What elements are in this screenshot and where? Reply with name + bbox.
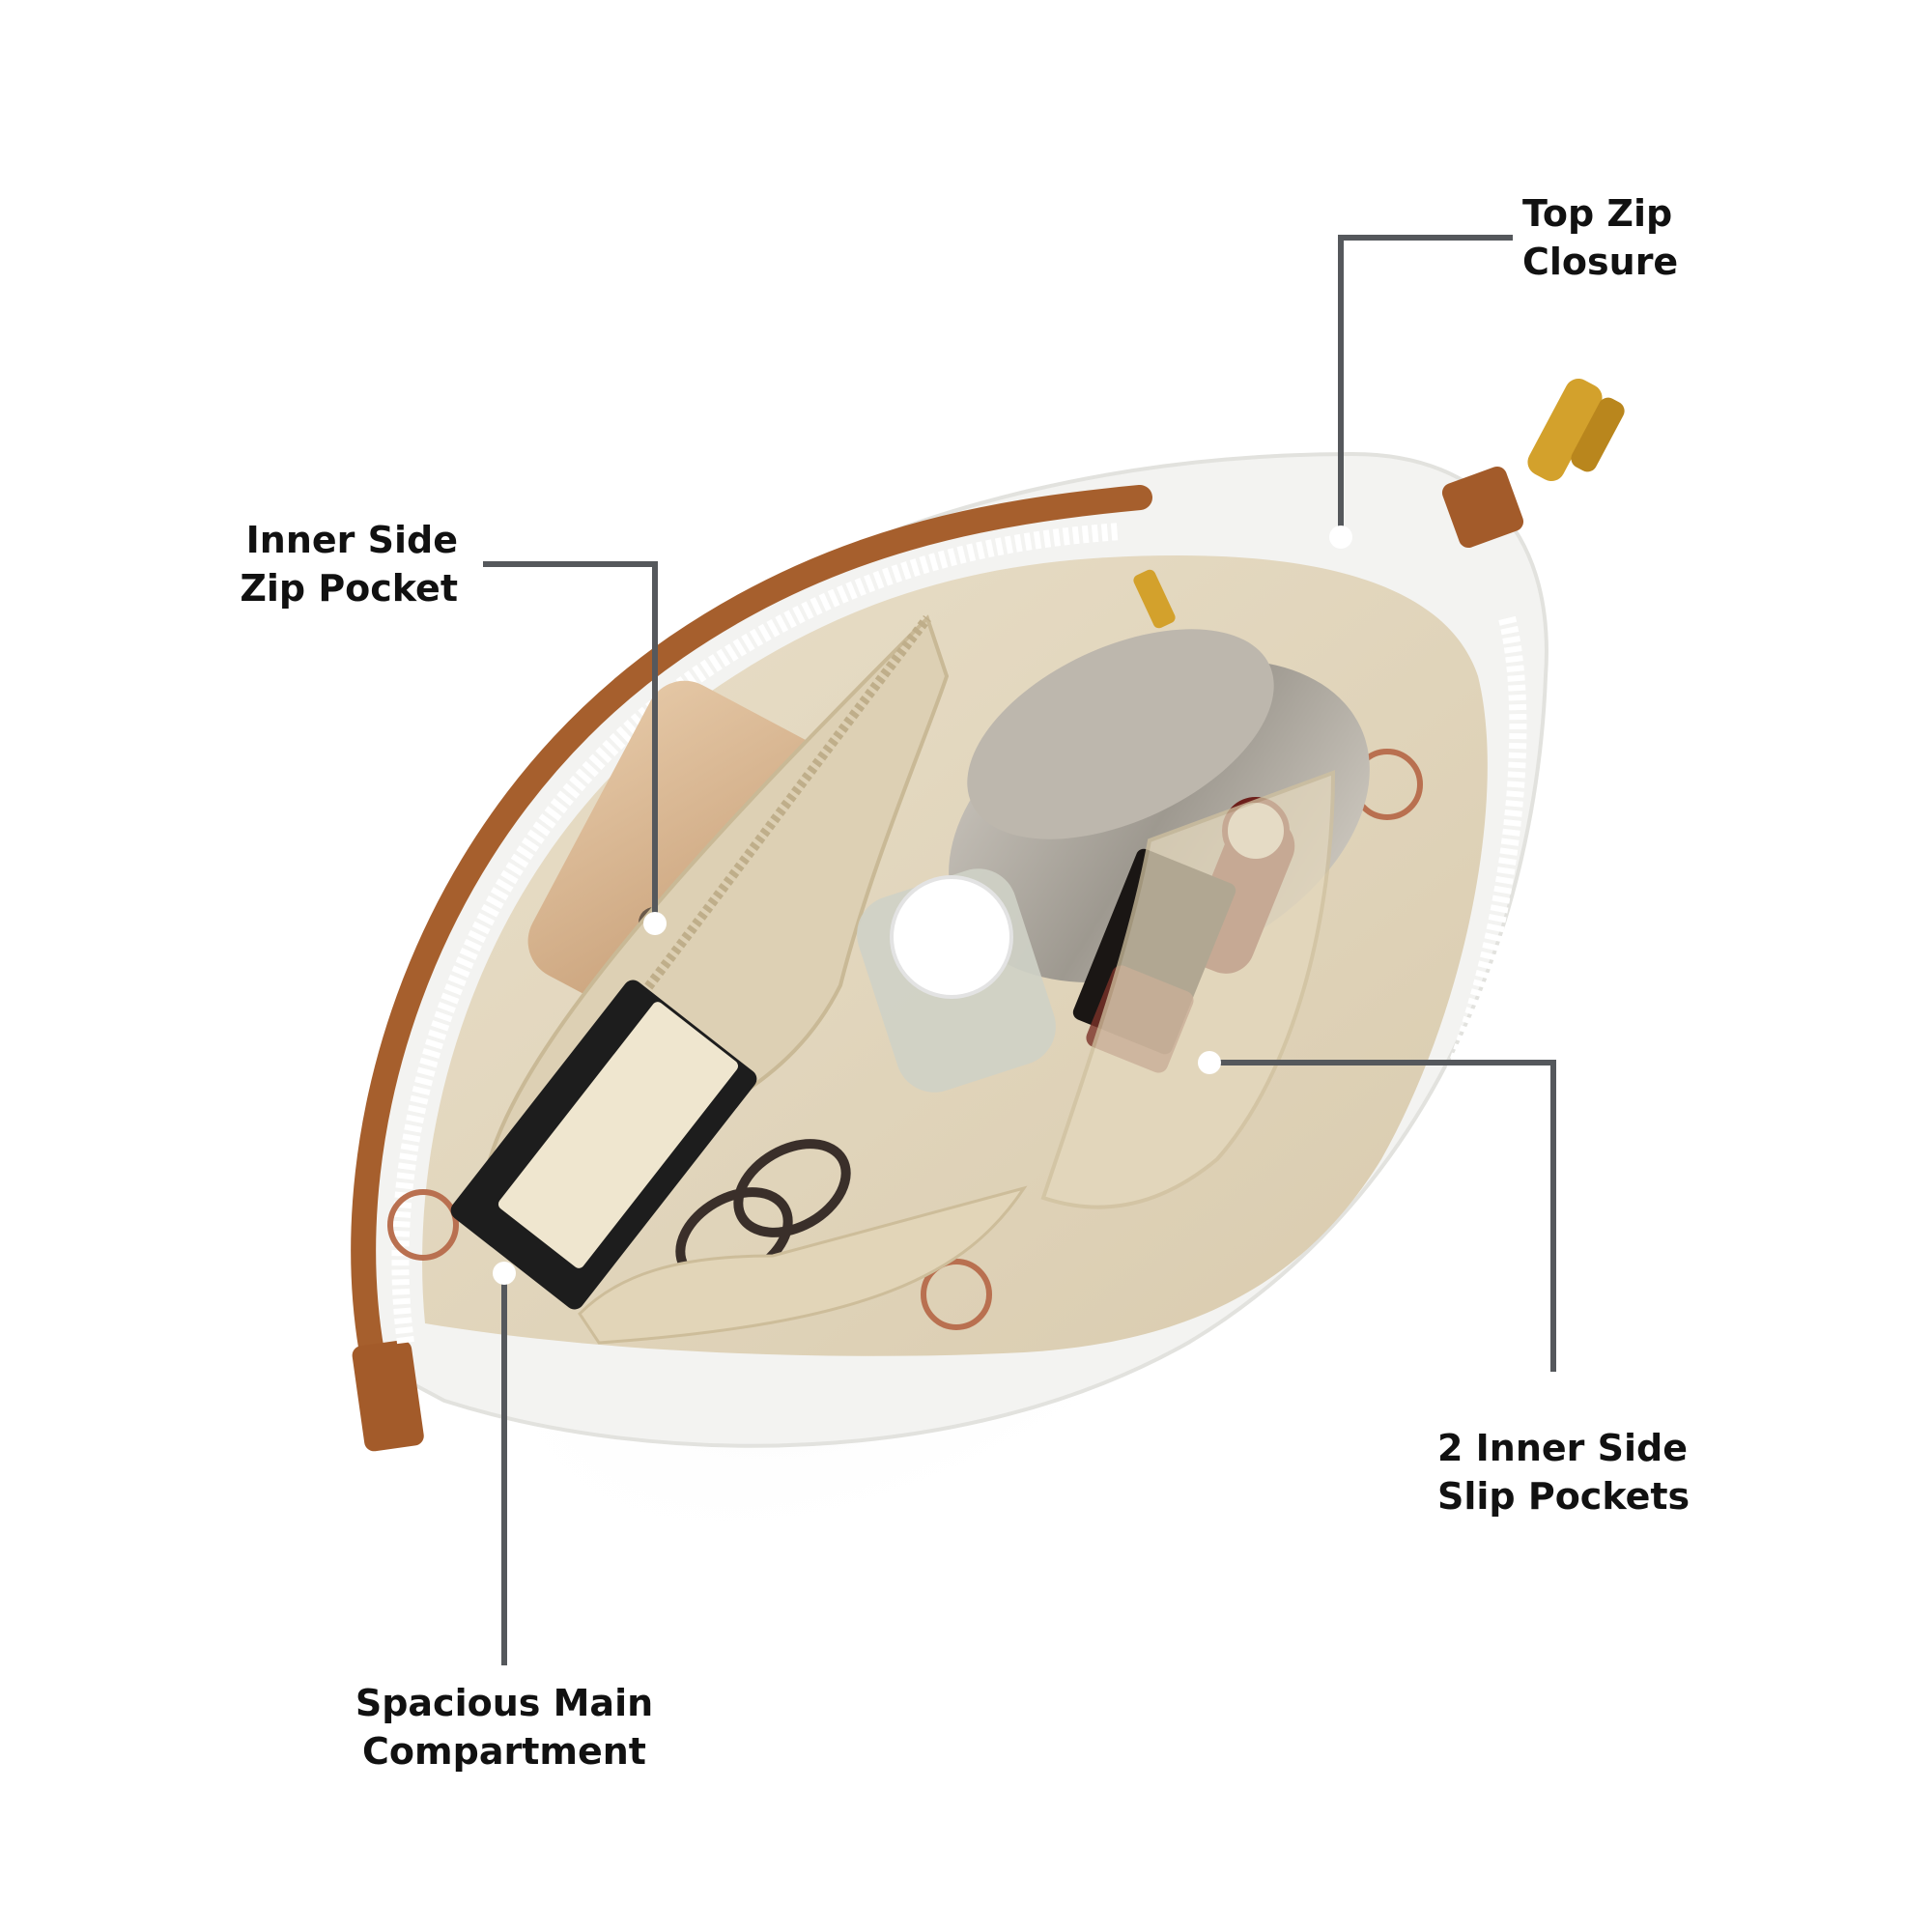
- callout-dot-top-zip: [1329, 526, 1352, 549]
- callout-line-zip-pocket: [483, 561, 658, 923]
- callout-label-spacious-main-compartment: Spacious Main Compartment: [340, 1679, 668, 1776]
- pocket-zip-puller: [1133, 569, 1176, 629]
- callout-label-line: Closure: [1522, 241, 1679, 283]
- zip-tape-right: [1175, 615, 1527, 1380]
- callout-lines: [483, 235, 1556, 1665]
- callout-label-line: 2 Inner Side: [1437, 1427, 1689, 1469]
- callout-label-line: Spacious Main: [355, 1682, 654, 1724]
- callout-dots: [493, 526, 1352, 1285]
- callout-label-top-zip-closure: Top Zip Closure: [1522, 189, 1678, 286]
- callout-label-inner-side-slip-pockets: 2 Inner Side Slip Pockets: [1437, 1424, 1690, 1520]
- slip-pocket-panel: [1040, 770, 1336, 1209]
- zip-pocket-zipper: [479, 614, 931, 1192]
- callout-label-line: Inner Side: [245, 519, 458, 561]
- leather-tab-bottom: [352, 1340, 424, 1452]
- slip-pocket-panel-lower: [578, 1185, 1028, 1345]
- callout-label-line: Zip Pocket: [240, 567, 458, 610]
- perfume-bottle: [857, 868, 1056, 1093]
- callout-dot-zip-pocket: [643, 912, 667, 935]
- callout-dot-main-compartment: [493, 1262, 516, 1285]
- leather-tab-top: [1441, 466, 1524, 549]
- callout-label-line: Compartment: [362, 1730, 646, 1773]
- callout-line-slip-pockets: [1209, 1060, 1556, 1372]
- callout-line-top-zip: [1338, 235, 1513, 537]
- zip-tape-left: [391, 523, 1122, 1345]
- notebook: [450, 980, 757, 1310]
- callout-label-line: Top Zip: [1522, 192, 1673, 235]
- callout-dot-slip-pockets: [1198, 1051, 1221, 1074]
- callout-label-inner-side-zip-pocket: Inner Side Zip Pocket: [240, 516, 458, 612]
- callout-label-line: Slip Pockets: [1437, 1475, 1690, 1518]
- leather-trim-left: [351, 485, 1152, 1365]
- top-zip-pull: [1527, 378, 1625, 482]
